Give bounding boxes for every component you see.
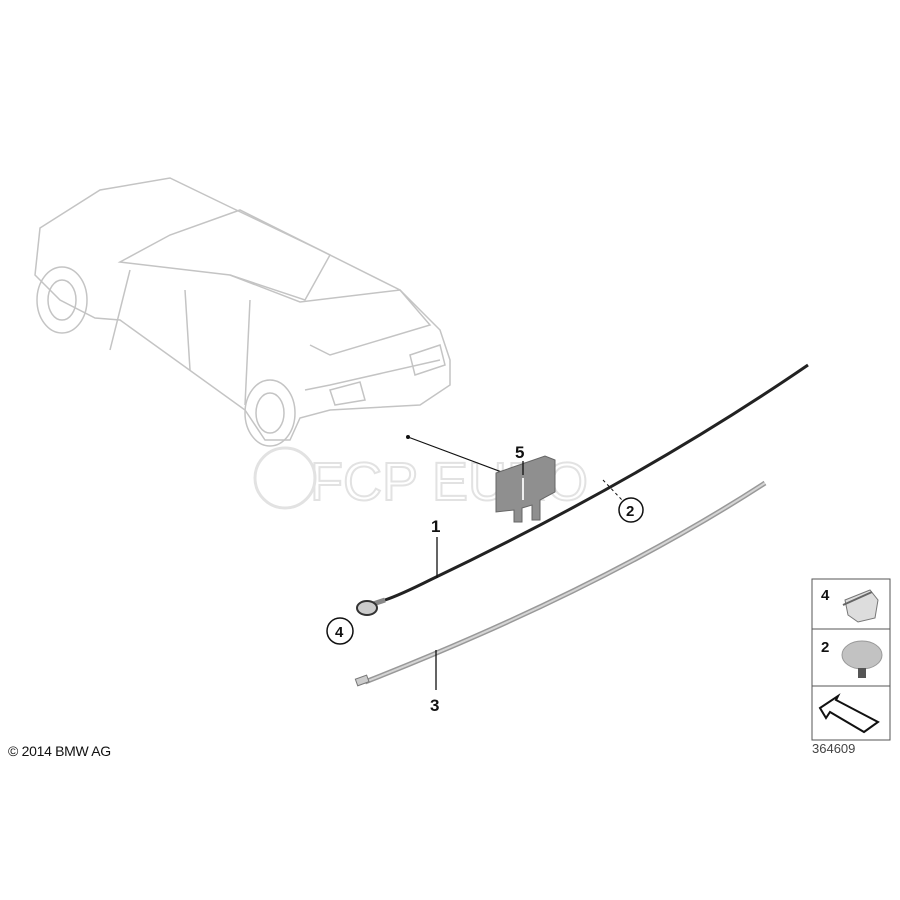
svg-text:2: 2 — [626, 503, 634, 520]
location-dot — [406, 435, 410, 439]
push-rivet-icon — [841, 640, 883, 678]
arrow-icon — [818, 693, 880, 734]
leader-line-car — [407, 436, 516, 478]
part-5-bracket: 5 — [495, 443, 556, 523]
svg-text:4: 4 — [335, 624, 344, 641]
svg-text:2: 2 — [821, 639, 829, 656]
svg-text:5: 5 — [515, 443, 524, 462]
clip-icon — [842, 589, 879, 623]
svg-text:3: 3 — [430, 696, 439, 715]
copyright-text: © 2014 BMW AG — [8, 743, 111, 759]
car-outline — [34, 177, 451, 447]
part-3-rod: 3 — [354, 480, 767, 715]
callout-2: 2 — [602, 479, 644, 523]
callout-4: 4 — [326, 617, 354, 645]
legend-panel: 4 2 — [811, 578, 891, 741]
part-1-cable: 1 — [356, 363, 809, 616]
diagram-number: 364609 — [812, 741, 856, 756]
svg-text:1: 1 — [431, 517, 440, 536]
svg-text:4: 4 — [821, 587, 830, 604]
